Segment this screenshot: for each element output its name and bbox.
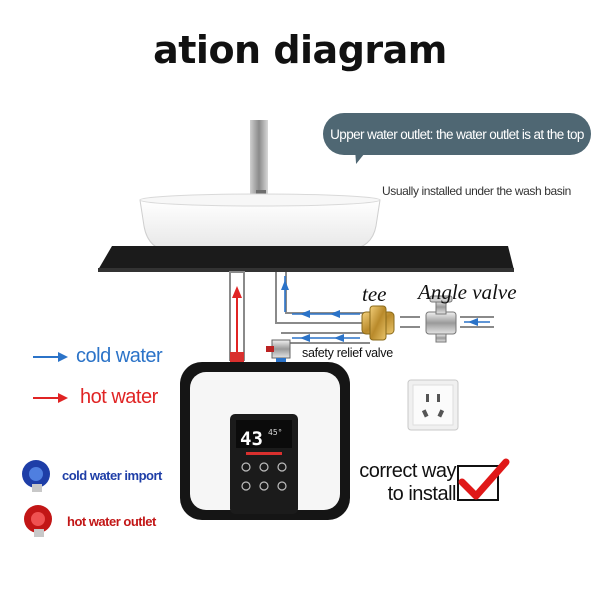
hot-water-pipe — [229, 271, 245, 364]
install-note: Usually installed under the wash basin — [382, 184, 571, 198]
wash-basin — [139, 193, 381, 253]
cold-water-import-label: cold water import — [62, 468, 162, 483]
angle-valve — [425, 295, 457, 343]
water-heater — [180, 362, 350, 520]
hot-water-outlet-label: hot water outlet — [67, 514, 156, 529]
tee-label: tee — [362, 282, 387, 306]
safety-relief-valve-label: safety relief valve — [302, 346, 393, 360]
cold-water-arrow — [33, 352, 68, 362]
cold-water-import-icon — [22, 460, 50, 492]
cold-water-pipe — [275, 272, 494, 344]
tee-fitting — [361, 305, 395, 341]
display-set-temperature: 45° — [268, 428, 283, 437]
safety-relief-valve — [266, 339, 291, 364]
faucet — [250, 120, 268, 198]
correct-line-2: to install — [387, 483, 457, 505]
countertop — [98, 246, 514, 270]
hot-water-outlet-icon — [24, 505, 52, 537]
legend-cold-water: cold water — [76, 345, 163, 367]
angle-valve-label: Angle valve — [418, 280, 517, 304]
page-title: ation diagram — [153, 28, 447, 72]
check-icon — [457, 458, 510, 501]
legend-hot-water: hot water — [80, 386, 158, 408]
correct-install-label: correct way to install — [346, 460, 456, 506]
wall-socket — [407, 379, 459, 431]
hot-water-arrow — [33, 393, 68, 403]
correct-line-1: correct way — [359, 460, 456, 482]
display-temperature: 43 — [240, 428, 263, 450]
upper-outlet-callout: Upper water outlet: the water outlet is … — [323, 113, 591, 155]
